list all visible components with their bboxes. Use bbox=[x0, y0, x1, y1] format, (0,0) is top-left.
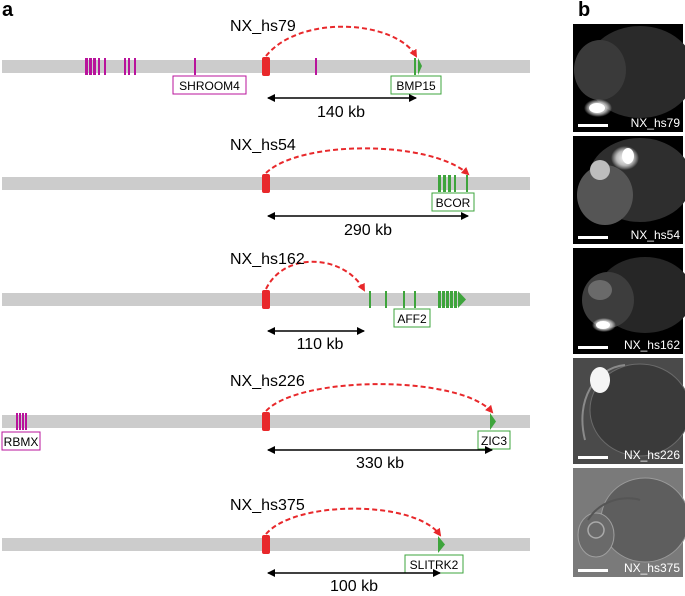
target-gene-label: BMP15 bbox=[396, 79, 436, 93]
target-gene-label: BCOR bbox=[436, 196, 471, 210]
enhancer-element bbox=[262, 290, 270, 309]
scale-bar bbox=[578, 456, 608, 459]
locus-row-5: NX_hs375 SLITRK2 100 kb bbox=[2, 497, 530, 595]
rbmx-gene-exons bbox=[16, 413, 27, 430]
enhancer-name: NX_hs375 bbox=[230, 497, 305, 514]
enhancer-element bbox=[262, 535, 270, 554]
distance-label: 110 kb bbox=[297, 336, 344, 353]
target-gene-label-box bbox=[431, 192, 475, 212]
bcor-gene-exons bbox=[438, 175, 468, 192]
slitrk2-gene-exons bbox=[438, 536, 445, 553]
enhancer-interaction-arrow bbox=[265, 260, 365, 292]
image-caption: NX_hs375 bbox=[624, 561, 680, 575]
zic3-gene-exons bbox=[490, 413, 496, 430]
enhancer-interaction-arrow bbox=[265, 507, 442, 537]
embryo-image-3: NX_hs162 bbox=[573, 248, 685, 354]
embryo-image-1: NX_hs79 bbox=[573, 24, 685, 132]
panel-label-a: a bbox=[2, 0, 14, 21]
embryo-image-2: NX_hs54 bbox=[573, 136, 685, 244]
image-caption: NX_hs79 bbox=[631, 116, 681, 130]
scale-bar bbox=[578, 346, 608, 349]
locus-row-4: NX_hs226 RBMX ZIC3 330 kb bbox=[1, 373, 530, 472]
enhancer-element bbox=[262, 412, 270, 431]
locus-row-3: NX_hs162 AFF2 110 kb bbox=[2, 251, 530, 353]
image-caption: NX_hs226 bbox=[624, 448, 680, 462]
scale-bar bbox=[578, 124, 608, 127]
target-gene-label-box bbox=[477, 430, 511, 450]
shroom4-gene-exons bbox=[85, 58, 317, 75]
enhancer-element bbox=[262, 57, 270, 76]
scale-bar bbox=[578, 569, 608, 572]
distance-label: 330 kb bbox=[356, 455, 404, 472]
locus-row-1: NX_hs79 SHROOM4 BMP15 140 kb bbox=[2, 18, 530, 121]
enhancer-name: NX_hs162 bbox=[230, 251, 305, 268]
panel-label-b: b bbox=[578, 0, 590, 21]
distance-label: 100 kb bbox=[330, 578, 378, 595]
other-gene-label-box bbox=[1, 431, 41, 451]
aff2-gene-exons bbox=[369, 291, 466, 308]
scale-bar bbox=[578, 236, 608, 239]
image-caption: NX_hs54 bbox=[631, 228, 681, 242]
embryo-image-5: NX_hs375 bbox=[573, 468, 685, 577]
target-gene-label: SLITRK2 bbox=[410, 558, 459, 572]
target-gene-label-box bbox=[393, 308, 431, 328]
locus-row-2: NX_hs54 BCOR 290 kb bbox=[2, 137, 530, 239]
target-gene-label: AFF2 bbox=[397, 312, 427, 326]
enhancer-interaction-arrow bbox=[265, 25, 418, 58]
embryo-image-4: NX_hs226 bbox=[573, 358, 685, 464]
bmp15-gene-exons bbox=[414, 58, 422, 75]
enhancer-name: NX_hs79 bbox=[230, 18, 296, 35]
other-gene-label: SHROOM4 bbox=[179, 79, 240, 93]
image-caption: NX_hs162 bbox=[624, 338, 680, 352]
enhancer-element bbox=[262, 174, 270, 193]
enhancer-name: NX_hs54 bbox=[230, 137, 296, 154]
distance-label: 140 kb bbox=[317, 104, 365, 121]
enhancer-interaction-arrow bbox=[265, 147, 470, 176]
target-gene-label: ZIC3 bbox=[481, 434, 507, 448]
other-gene-label-box bbox=[172, 75, 247, 95]
other-gene-label: RBMX bbox=[4, 435, 39, 449]
enhancer-name: NX_hs226 bbox=[230, 373, 305, 390]
distance-label: 290 kb bbox=[344, 222, 392, 239]
